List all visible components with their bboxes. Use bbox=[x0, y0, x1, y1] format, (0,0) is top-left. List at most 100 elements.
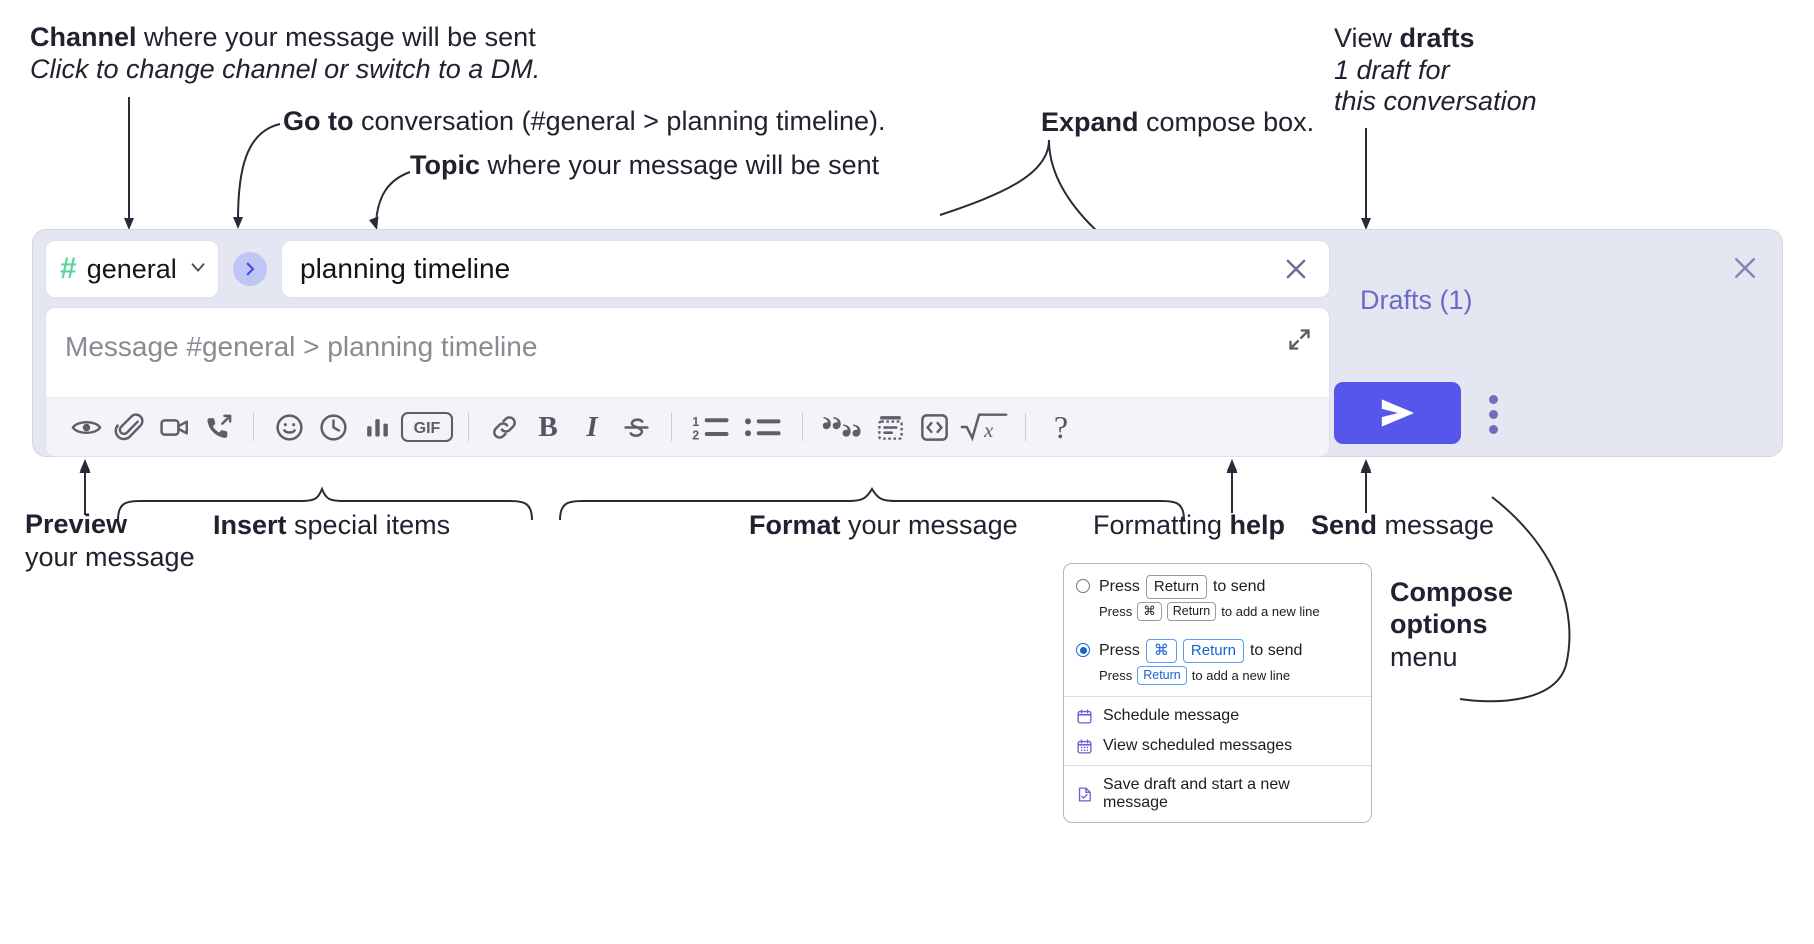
menu-option-return-to-send[interactable]: Press Return to send Press ⌘ Return to a… bbox=[1064, 568, 1371, 632]
leader-lines-bottom bbox=[80, 459, 1571, 703]
vertical-dots-icon bbox=[1488, 424, 1498, 434]
emoji-button[interactable] bbox=[267, 405, 311, 449]
send-message-button[interactable] bbox=[1334, 382, 1461, 444]
annotation-channel-sub: Click to change channel or switch to a D… bbox=[30, 53, 541, 84]
menu-group-scheduling: Schedule message View scheduled messages bbox=[1064, 697, 1371, 765]
hash-icon: # bbox=[60, 252, 77, 285]
toolbar-divider bbox=[468, 413, 469, 441]
chevron-down-icon bbox=[187, 256, 209, 283]
expand-diagonal-icon bbox=[1289, 329, 1310, 350]
emoji-smiley-icon bbox=[275, 413, 303, 441]
inline-code-icon bbox=[920, 413, 948, 441]
annotation-help-lead: Formatting bbox=[1093, 510, 1230, 540]
radio-icon-selected[interactable] bbox=[1076, 643, 1090, 658]
channel-name-label: general bbox=[86, 253, 177, 284]
message-input[interactable]: Message #general > planning timeline bbox=[46, 308, 1329, 397]
annotation-insert-rest: special items bbox=[286, 510, 451, 540]
annotation-help-bold: help bbox=[1229, 510, 1286, 540]
inline-code-button[interactable] bbox=[912, 405, 956, 449]
annotation-channel-rest: where your message will be sent bbox=[136, 22, 536, 52]
goto-conversation-button[interactable] bbox=[233, 252, 267, 286]
svg-text:GIF: GIF bbox=[414, 420, 441, 437]
text: Press bbox=[1099, 604, 1133, 620]
annotation-drafts-bold: drafts bbox=[1399, 23, 1475, 53]
bold-icon: B bbox=[538, 410, 558, 443]
menu-divider bbox=[1064, 696, 1371, 698]
compose-options-button[interactable] bbox=[1482, 389, 1504, 439]
annotation-formatting-help: Formatting help bbox=[1093, 510, 1285, 542]
radio-icon[interactable] bbox=[1076, 579, 1090, 593]
compose-inner: # general planning timeline Message #gen… bbox=[45, 240, 1330, 457]
close-icon bbox=[1286, 259, 1306, 279]
menu-option-main: Press ⌘ Return to send bbox=[1099, 639, 1359, 664]
clock-icon bbox=[319, 413, 347, 441]
close-panel-button[interactable] bbox=[1730, 253, 1760, 288]
huddle-phone-icon bbox=[206, 414, 231, 438]
chevron-right-icon bbox=[246, 262, 255, 276]
key-badge-return: Return bbox=[1166, 602, 1217, 622]
italic-button[interactable]: I bbox=[570, 405, 614, 449]
video-clip-button[interactable] bbox=[152, 405, 196, 449]
vertical-dots-icon bbox=[1488, 409, 1498, 419]
link-icon bbox=[492, 415, 516, 439]
channel-picker[interactable]: # general bbox=[45, 240, 219, 298]
blockquote-button[interactable] bbox=[816, 405, 868, 449]
strikethrough-button[interactable] bbox=[614, 405, 658, 449]
key-badge-command: ⌘ bbox=[1145, 639, 1177, 664]
menu-option-sub: Press Return to add a new line bbox=[1099, 663, 1359, 694]
annotation-compose-options-rest: menu bbox=[1390, 641, 1458, 672]
clear-topic-button[interactable] bbox=[1281, 254, 1311, 284]
preview-icon bbox=[70, 420, 102, 434]
text: to send bbox=[1212, 578, 1266, 596]
svg-text:2: 2 bbox=[692, 429, 699, 443]
toolbar-divider bbox=[671, 413, 672, 441]
expand-compose-button[interactable] bbox=[1286, 326, 1313, 358]
annotation-compose-options-bold2: options bbox=[1390, 609, 1488, 640]
annotation-drafts: View drafts 1 draft for this conversatio… bbox=[1334, 23, 1537, 118]
message-compose-box: Message #general > planning timeline bbox=[45, 307, 1330, 457]
attachment-paperclip-icon bbox=[114, 412, 144, 440]
code-block-button[interactable] bbox=[868, 405, 912, 449]
annotation-drafts-sub2: this conversation bbox=[1334, 86, 1537, 117]
menu-item-view-scheduled-messages[interactable]: View scheduled messages bbox=[1064, 731, 1371, 761]
attachment-button[interactable] bbox=[108, 405, 152, 449]
topic-input[interactable]: planning timeline bbox=[281, 240, 1330, 298]
gif-icon: GIF bbox=[400, 411, 454, 443]
menu-item-label: View scheduled messages bbox=[1103, 737, 1293, 755]
vertical-dots-icon bbox=[1488, 394, 1498, 404]
menu-item-save-draft[interactable]: Save draft and start a new message bbox=[1064, 770, 1371, 818]
blockquote-icon bbox=[822, 417, 861, 437]
formatting-help-button[interactable]: ? bbox=[1039, 405, 1083, 449]
menu-option-cmd-return-to-send[interactable]: Press ⌘ Return to send Press Return to a… bbox=[1064, 632, 1371, 696]
annotation-goto-rest: conversation (#general > planning timeli… bbox=[353, 106, 886, 136]
annotation-drafts-lead: View bbox=[1334, 23, 1400, 53]
bulleted-list-button[interactable] bbox=[737, 405, 789, 449]
annotation-send-rest: message bbox=[1377, 510, 1495, 540]
svg-text:1: 1 bbox=[692, 415, 699, 429]
menu-item-schedule-message[interactable]: Schedule message bbox=[1064, 701, 1371, 731]
italic-icon: I bbox=[586, 410, 598, 443]
huddle-button[interactable] bbox=[196, 405, 240, 449]
text: to add a new line bbox=[1221, 604, 1320, 620]
bold-button[interactable]: B bbox=[526, 405, 570, 449]
annotation-compose-options-bold1: Compose bbox=[1390, 577, 1514, 607]
calendar-schedule-icon bbox=[1076, 708, 1093, 725]
poll-bar-chart-icon bbox=[366, 418, 388, 437]
key-badge-return: Return bbox=[1137, 666, 1187, 686]
bulleted-list-icon bbox=[745, 418, 781, 437]
annotation-format: Format your message bbox=[749, 510, 1018, 542]
menu-option-sub: Press ⌘ Return to add a new line bbox=[1099, 599, 1359, 630]
gif-button[interactable]: GIF bbox=[399, 405, 455, 449]
annotation-drafts-sub1: 1 draft for bbox=[1334, 54, 1450, 85]
annotation-topic-bold: Topic bbox=[410, 150, 480, 180]
math-formula-button[interactable]: x bbox=[956, 405, 1012, 449]
menu-radio-group: Press Return to send Press ⌘ Return to a… bbox=[1064, 564, 1371, 696]
preview-button[interactable] bbox=[64, 405, 108, 449]
poll-button[interactable] bbox=[355, 405, 399, 449]
reminder-button[interactable] bbox=[311, 405, 355, 449]
link-button[interactable] bbox=[482, 405, 526, 449]
formatting-help-icon: ? bbox=[1053, 408, 1069, 445]
drafts-link[interactable]: Drafts (1) bbox=[1360, 285, 1473, 315]
